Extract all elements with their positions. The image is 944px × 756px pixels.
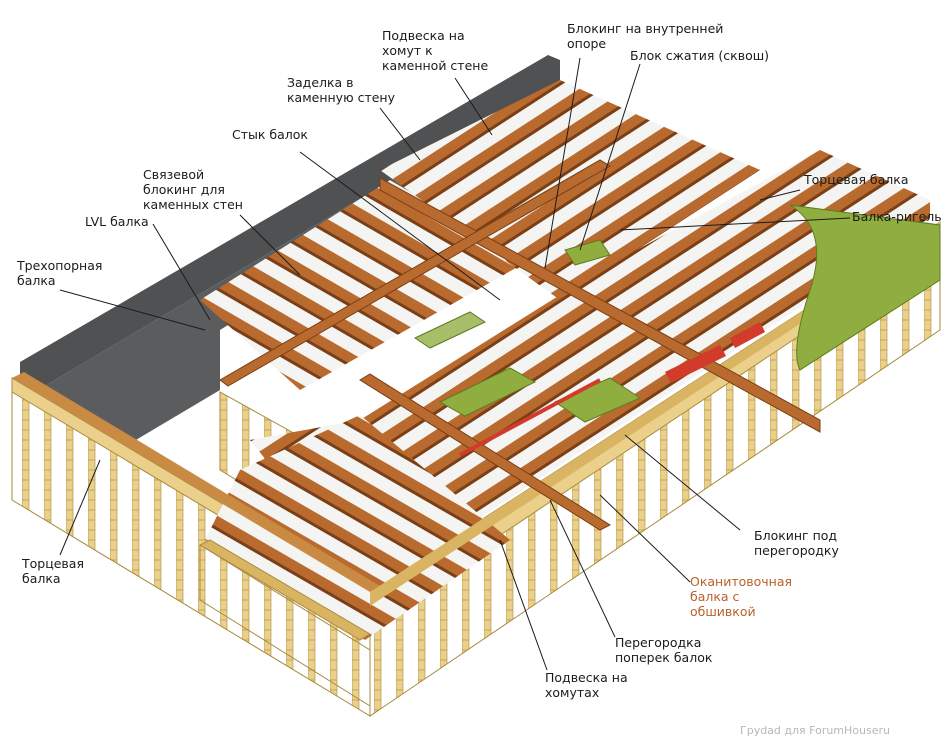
subfloor-sheathing xyxy=(413,204,941,423)
label-joist-splice: Стык балок xyxy=(232,127,308,142)
label-sheathed-rim: Оканитовочная балка с обшивкой xyxy=(690,574,793,619)
girder-beams xyxy=(12,159,940,641)
label-tie-blocking: Связевой блокинг для каменных стен xyxy=(143,167,243,212)
label-partition-cross: Перегородка поперек балок xyxy=(615,635,713,665)
label-blocking-interior: Блокинг на внутренней опоре xyxy=(567,21,724,51)
joist-field-back xyxy=(200,80,760,390)
label-joist-hangers: Подвеска на хомутах xyxy=(545,670,628,700)
label-three-span: Трехопорная балка xyxy=(17,258,103,288)
label-partition-blocking: Блокинг под перегородку xyxy=(754,528,839,558)
label-rim-joist-right: Торцевая балка xyxy=(804,172,909,187)
watermark: Гpydad для ForumHouseru xyxy=(740,724,890,737)
label-hanger-masonry: Подвеска на хомут к каменной стене xyxy=(382,28,489,73)
label-squash-block: Блок сжатия (сквош) xyxy=(630,48,770,63)
pipes xyxy=(459,322,765,457)
label-rim-joist-left: Торцевая балка xyxy=(22,556,84,586)
label-lvl-beam: LVL балка xyxy=(85,214,149,229)
label-girder: Балка-ригель xyxy=(852,209,942,224)
label-masonry-embed: Заделка в каменную стену xyxy=(287,75,395,105)
leader-lines xyxy=(59,57,851,671)
